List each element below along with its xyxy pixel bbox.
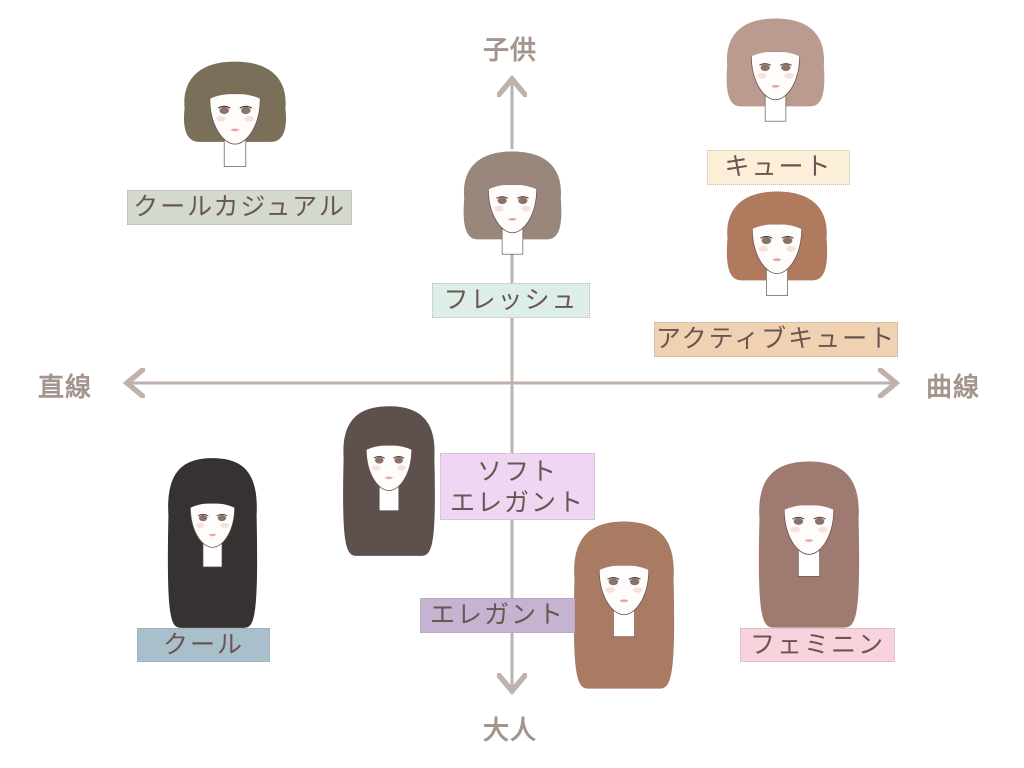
cheek <box>633 587 643 593</box>
eyelash <box>760 235 773 239</box>
lips <box>507 217 518 221</box>
axis-label-curve: 曲線 <box>926 373 981 403</box>
eyelash <box>217 105 231 109</box>
face-cute <box>718 15 833 152</box>
cheek <box>397 465 406 471</box>
lips <box>384 476 394 480</box>
eye-icon <box>629 578 640 586</box>
eye-icon <box>781 64 791 72</box>
label-soft-elegant-line1: ソフト <box>476 457 558 486</box>
cheek <box>494 205 504 212</box>
eyelash <box>759 63 772 66</box>
eye-icon <box>793 517 804 525</box>
bangs <box>484 170 541 192</box>
eye-icon <box>394 457 404 464</box>
cheek <box>757 72 767 79</box>
cheek <box>244 115 254 122</box>
eye-icon <box>219 106 229 115</box>
face-cool <box>160 455 265 630</box>
axis-label-straight: 直線 <box>38 373 93 403</box>
eyelash <box>779 63 792 66</box>
bangs <box>363 432 415 452</box>
bangs <box>206 79 264 101</box>
axis-label-adult: 大人 <box>483 716 538 746</box>
face-active-cute <box>718 188 836 324</box>
eyelash <box>239 105 253 109</box>
lips <box>619 599 629 603</box>
cheek <box>521 205 531 212</box>
cheek <box>196 522 205 528</box>
bangs <box>187 490 238 510</box>
lips <box>230 128 240 132</box>
cheek <box>605 587 615 593</box>
label-soft-elegant: ソフト エレガント <box>440 453 595 520</box>
eyelash <box>813 516 826 520</box>
eyelash <box>393 456 405 459</box>
eyelash <box>607 577 620 580</box>
cheek <box>790 526 800 533</box>
cheek <box>216 115 226 122</box>
eye-icon <box>760 64 770 72</box>
eye-icon <box>518 197 528 205</box>
lips <box>208 533 217 537</box>
label-soft-elegant-line2: エレガント <box>449 488 585 517</box>
eyelash <box>628 577 641 580</box>
eye-icon <box>374 457 384 464</box>
eye-icon <box>217 514 227 522</box>
label-cool-casual: クールカジュアル <box>127 190 352 225</box>
eye-icon <box>198 514 208 522</box>
label-elegant: エレガント <box>420 598 575 633</box>
face-fresh <box>455 148 570 285</box>
eyelash <box>197 513 209 517</box>
cheek <box>818 526 828 533</box>
label-fresh: フレッシュ <box>432 283 590 318</box>
cheek <box>786 245 796 252</box>
cheek <box>220 522 229 528</box>
label-cute: キュート <box>707 150 850 185</box>
eyelash <box>216 513 228 517</box>
bangs <box>747 37 804 59</box>
lips <box>772 258 782 262</box>
eye-icon <box>497 197 507 205</box>
eye-icon <box>814 517 825 525</box>
face-elegant <box>565 518 683 692</box>
eye-icon <box>782 237 793 245</box>
cheek <box>758 245 768 252</box>
lips <box>804 539 814 543</box>
cheek <box>784 72 794 79</box>
eye-icon <box>241 106 251 115</box>
bangs <box>748 209 806 232</box>
bangs <box>595 551 653 573</box>
lips <box>770 84 781 88</box>
eyelash <box>792 516 805 520</box>
label-active-cute: アクティブキュート <box>654 322 898 357</box>
eye-icon <box>608 578 619 586</box>
eyelash <box>781 235 794 239</box>
cheek <box>372 465 381 471</box>
face-soft-elegant <box>335 403 443 559</box>
eye-icon <box>761 237 772 245</box>
axis-label-child: 子供 <box>483 36 538 66</box>
eyelash <box>373 456 385 459</box>
label-cool: クール <box>137 628 270 662</box>
face-feminine <box>750 458 868 630</box>
bangs <box>780 490 838 512</box>
face-cool-casual <box>175 58 295 193</box>
label-feminine: フェミニン <box>740 628 895 662</box>
eyelash <box>516 196 529 199</box>
eyelash <box>496 196 509 199</box>
